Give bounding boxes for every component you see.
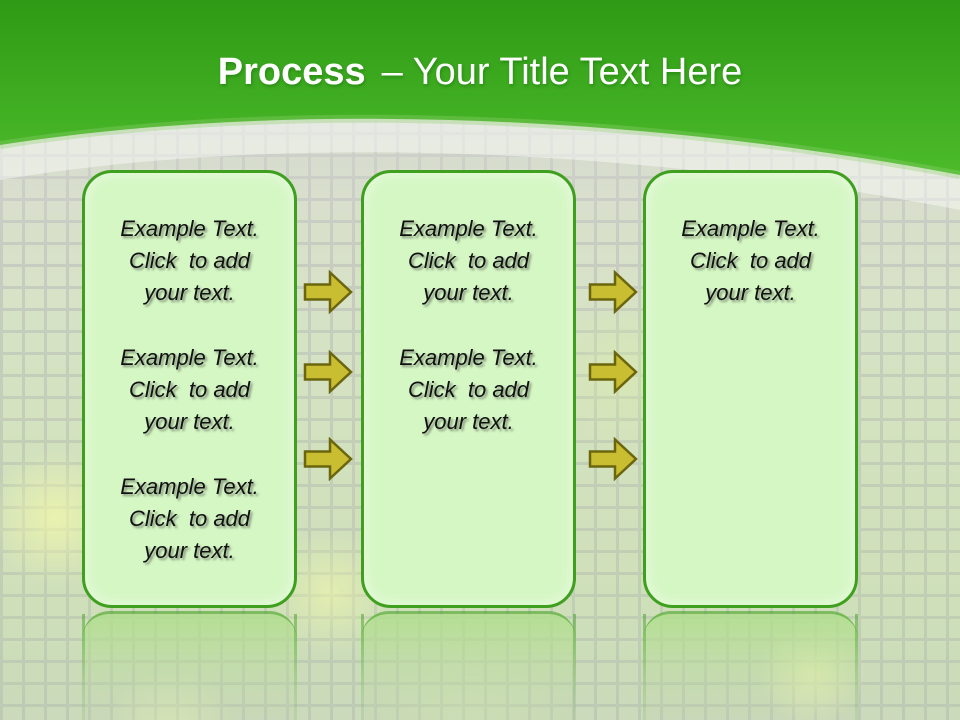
- process-arrow-icon: [588, 437, 638, 481]
- placeholder-text[interactable]: Example Text. Click to add your text.: [681, 216, 820, 305]
- placeholder-text[interactable]: Example Text. Click to add your text.: [399, 345, 538, 434]
- process-arrow-icon: [303, 437, 353, 481]
- process-arrow-icon: [588, 270, 638, 314]
- title-keyword: Process: [217, 51, 366, 93]
- placeholder-text[interactable]: Example Text. Click to add your text.: [120, 345, 259, 434]
- box-reflection: [361, 611, 576, 720]
- process-arrow-icon: [303, 270, 353, 314]
- placeholder-text[interactable]: Example Text. Click to add your text.: [120, 216, 259, 305]
- box-reflection: [643, 611, 858, 720]
- title-separator: –: [381, 51, 403, 93]
- placeholder-text[interactable]: Example Text. Click to add your text.: [399, 216, 538, 305]
- box-reflection: [82, 611, 297, 720]
- process-arrow-icon: [303, 350, 353, 394]
- title-text: Your Title Text Here: [412, 51, 743, 93]
- placeholder-text[interactable]: Example Text. Click to add your text.: [120, 474, 259, 563]
- slide-title[interactable]: Process–Your Title Text Here: [0, 52, 960, 92]
- process-arrow-icon: [588, 350, 638, 394]
- process-box-1[interactable]: Example Text. Click to add your text. Ex…: [82, 170, 297, 608]
- process-box-2[interactable]: Example Text. Click to add your text. Ex…: [361, 170, 576, 608]
- process-box-3[interactable]: Example Text. Click to add your text.: [643, 170, 858, 608]
